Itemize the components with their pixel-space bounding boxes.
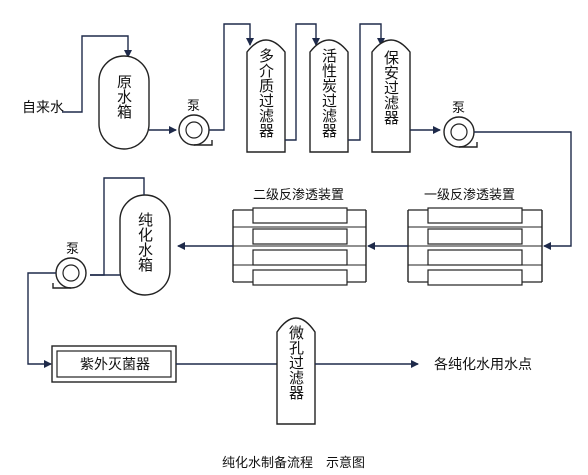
diagram-caption: 纯化水制备流程 示意图 xyxy=(222,455,365,471)
pure-water-tank xyxy=(119,194,171,296)
raw-water-tank-label: 原水箱 xyxy=(115,74,133,119)
carbon-filter xyxy=(309,39,349,153)
pipe-pump3-uv xyxy=(27,272,56,368)
ro-stage2-unit xyxy=(232,207,367,286)
ro-stage2-label: 二级反渗透装置 xyxy=(253,188,344,203)
pipe-carbon-security xyxy=(348,23,385,141)
pump-1-label: 泵 xyxy=(187,99,200,114)
pump-2 xyxy=(443,116,478,148)
pipe-pump1-multimedia xyxy=(209,23,254,131)
security-filter-label: 保安过滤器 xyxy=(382,50,400,125)
ro-stage1-unit xyxy=(407,207,543,286)
micro-filter xyxy=(276,317,316,425)
pump-2-label: 泵 xyxy=(452,101,465,116)
uv-sterilizer-label: 紫外灭菌器 xyxy=(80,357,150,373)
micro-filter-label: 微孔过滤器 xyxy=(287,325,305,400)
source-pipe xyxy=(62,35,132,113)
uv-sterilizer xyxy=(51,345,177,383)
pipe-multimedia-carbon xyxy=(285,23,320,141)
multimedia-filter xyxy=(246,39,286,153)
pump-1 xyxy=(178,114,213,146)
pump-3-label: 泵 xyxy=(66,242,79,257)
ro-stage1-label: 一级反渗透装置 xyxy=(424,188,515,203)
raw-water-tank xyxy=(98,55,150,150)
security-filter xyxy=(371,39,411,153)
carbon-filter-label: 活性炭过滤器 xyxy=(320,48,338,138)
pure-water-tank-label: 纯化水箱 xyxy=(136,212,154,272)
pump-3 xyxy=(52,257,87,289)
multimedia-filter-label: 多介质过滤器 xyxy=(257,48,275,138)
pipe-pump2-ro1 xyxy=(474,131,572,250)
source-label: 自来水 xyxy=(22,100,64,116)
use-points-label: 各纯化水用水点 xyxy=(434,357,532,373)
